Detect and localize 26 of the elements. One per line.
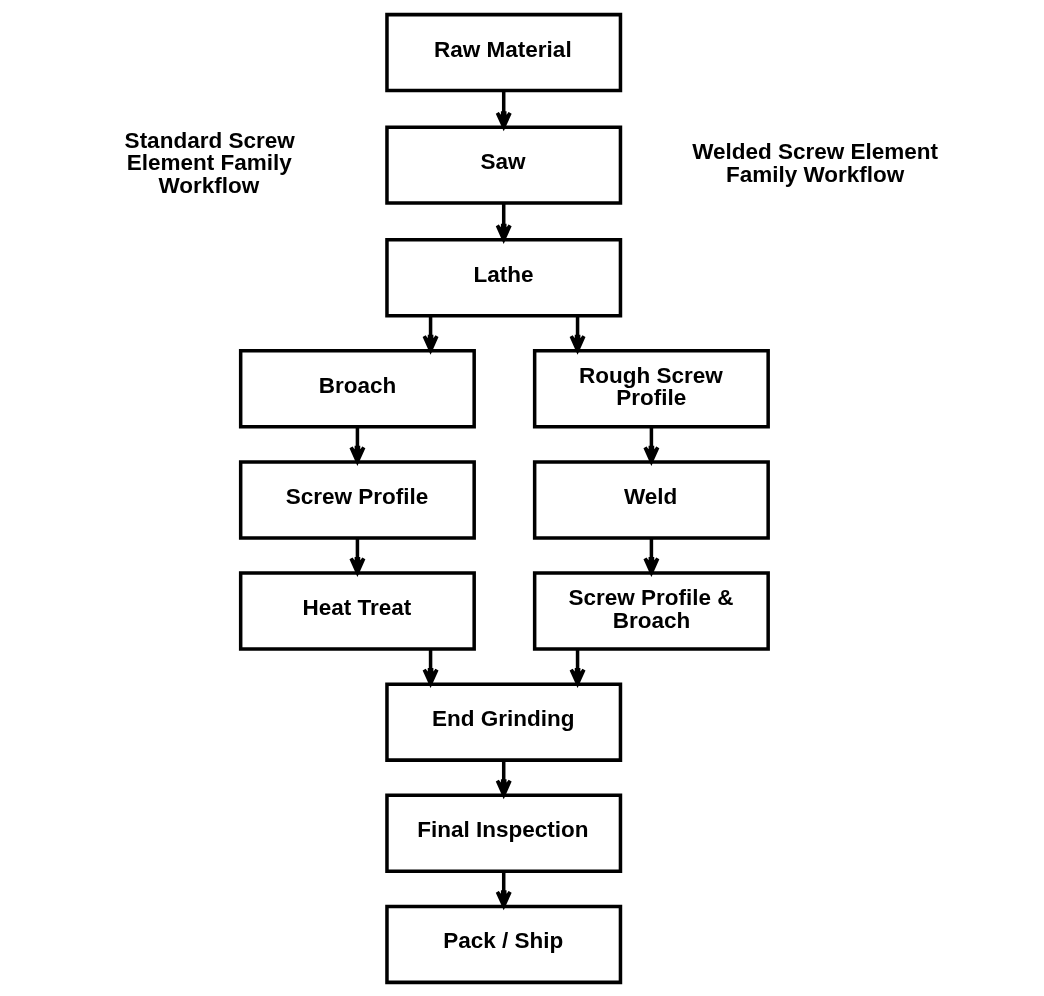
arrow	[643, 537, 660, 574]
arrow	[495, 871, 512, 908]
node-box: Final Inspection	[385, 793, 623, 873]
arrow	[422, 315, 439, 352]
arrow	[349, 537, 366, 574]
label: Standard Screw Element Family Workflow	[124, 127, 295, 198]
node-box: End Grinding	[385, 681, 623, 762]
node-box: Saw	[385, 124, 623, 205]
node-box: Rough Screw Profile	[532, 348, 770, 428]
arrow	[495, 759, 512, 797]
arrow	[349, 426, 366, 463]
label: Welded Screw Element Family Workflow	[692, 138, 939, 187]
arrow	[643, 426, 660, 463]
arrow	[569, 315, 586, 352]
node-box: Broach	[238, 348, 476, 428]
arrow	[422, 648, 439, 686]
arrow	[569, 648, 586, 686]
node-box: Weld	[532, 459, 770, 540]
node-box: Raw Material	[385, 12, 623, 92]
node-box: Lathe	[385, 237, 623, 317]
arrow	[495, 202, 512, 241]
node-box: Screw Profile & Broach	[532, 570, 770, 651]
node-box: Screw Profile	[238, 459, 476, 540]
arrow	[495, 90, 512, 129]
node-box: Pack / Ship	[385, 904, 623, 984]
node-box: Heat Treat	[238, 570, 476, 651]
